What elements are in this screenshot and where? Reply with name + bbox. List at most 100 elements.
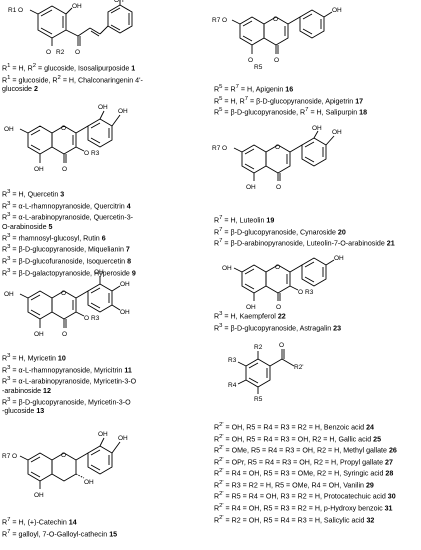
chalcone-structure: R1 O OH O R2 O OH bbox=[8, 0, 133, 56]
caption-line: R7 = H, (+)-Catechin 14 bbox=[2, 517, 77, 527]
oh-label: OH bbox=[84, 479, 94, 486]
oh-label: OH bbox=[72, 3, 82, 10]
caption-line: -arabinoside 12 bbox=[2, 386, 51, 395]
caption-line: R3 = β-D-glucopyranoside, Miquelianin 7 bbox=[2, 244, 130, 254]
o-label: O bbox=[276, 184, 281, 191]
caption-myricetins: R3 = H, Myricetin 10 R3 = α-L-rhamnopyra… bbox=[2, 352, 136, 417]
oh-label: OH bbox=[118, 435, 128, 442]
caption-apigenins: R5 = R7 = H, Apigenin 16 R5 = H, R7 = β-… bbox=[214, 83, 367, 118]
r2p-label: R2' bbox=[294, 364, 304, 371]
svg-text:R1: R1 bbox=[8, 7, 17, 14]
oh-label: OH bbox=[98, 104, 108, 111]
apigenin-structure: R7 O O OH O O R5 bbox=[212, 7, 342, 71]
oh-label: OH bbox=[34, 166, 44, 173]
r1-label: R1 bbox=[8, 7, 17, 14]
caption-catechins: R7 = H, (+)-Catechin 14 R7 = galloyl, 7-… bbox=[2, 516, 117, 539]
r3-label: R3 bbox=[91, 150, 100, 157]
caption-line: R2' = R4 = OH, R5 = R3 = R2 = H, p-Hydro… bbox=[214, 502, 393, 513]
r3-label: R3 bbox=[228, 357, 237, 364]
caption-kaempferols: R3 = H, Kaempferol 22 R3 = β-D-glucopyra… bbox=[214, 310, 341, 333]
caption-line: R2' = R4 = OH, R5 = R3 = OMe, R2 = H, Sy… bbox=[214, 468, 394, 478]
o-label: O bbox=[75, 49, 80, 56]
o-label: O bbox=[61, 125, 66, 132]
oh-label: OH bbox=[4, 291, 14, 298]
caption-line: R2' = R3 = R2 = H, R5 = OMe, R4 = OH, Va… bbox=[214, 479, 374, 490]
oh-label: OH bbox=[334, 255, 344, 262]
o-label: O bbox=[84, 150, 89, 157]
caption-line: R2' = OH, R5 = R4 = R3 = R2 = H, Benzoic… bbox=[214, 422, 374, 432]
caption-line: R3 = α-L-arabinopyranoside, Quercetin-3- bbox=[2, 212, 134, 222]
caption-line: R7 = β-D-arabinopyranoside, Luteolin-7-O… bbox=[214, 238, 395, 248]
r3-label: R3 bbox=[305, 289, 314, 296]
caption-line: R7 = H, Luteolin 19 bbox=[214, 215, 275, 225]
o-label: O bbox=[46, 49, 51, 56]
caption-line: R3 = α-L-rhamnopyranoside, Myricitrin 11 bbox=[2, 364, 132, 374]
catechin-structure: R7 O O OH OH OH OH bbox=[2, 431, 128, 499]
caption-line: R3 = β-D-galactopyranoside, Hyperoside 9 bbox=[2, 267, 136, 277]
o-label: O bbox=[222, 17, 227, 24]
caption-line: R2' = OMe, R5 = R4 = R3 = OH, R2 = H, Me… bbox=[214, 445, 397, 455]
caption-line: R3 = H, Quercetin 3 bbox=[2, 189, 65, 199]
caption-line: R2' = R5 = R4 = OH, R3 = R2 = H, Protoca… bbox=[214, 491, 396, 501]
oh-label: OH bbox=[118, 108, 128, 115]
caption-line: R5 = R7 = H, Apigenin 16 bbox=[214, 84, 294, 94]
o-label: O bbox=[275, 144, 280, 151]
oh-label: OH bbox=[312, 125, 322, 132]
caption-chalcones: R1 = H, R2 = glucoside, Isosalipurposide… bbox=[2, 62, 143, 94]
caption-line: R2' = OH, R5 = R4 = R3 = OH, R2 = H, Gal… bbox=[214, 433, 382, 443]
o-label: O bbox=[279, 342, 284, 349]
quercetin-structure: OH O O OH O R3 OH OH bbox=[4, 104, 128, 173]
o-label: O bbox=[18, 7, 23, 14]
r5-label: R5 bbox=[254, 396, 263, 403]
caption-line: R5 = β-D-glucopyranoside, R7 = H, Salipu… bbox=[214, 107, 368, 117]
caption-line: -glucoside 13 bbox=[2, 407, 45, 416]
o-label: O bbox=[273, 16, 278, 23]
r3-label: R3 bbox=[91, 315, 100, 322]
caption-line: R7 = β-D-glucopyranoside, Cynaroside 20 bbox=[214, 226, 346, 236]
kaempferol-structure: OH O O OH O R3 OH bbox=[222, 255, 344, 311]
o-label: O bbox=[248, 57, 253, 64]
o-label: O bbox=[84, 315, 89, 322]
benzoic-acid-structure: O R2 R3 R4 R5 R2' bbox=[228, 342, 304, 403]
o-label: O bbox=[222, 145, 227, 152]
o-label: O bbox=[61, 290, 66, 297]
o-label: O bbox=[276, 304, 281, 311]
oh-label: OH bbox=[246, 184, 256, 191]
caption-line: glucoside 2 bbox=[2, 85, 38, 94]
caption-line: R3 = β-D-glucopyranoside, Astragalin 23 bbox=[214, 322, 342, 332]
caption-line: R3 = rhamnosyl-glucosyl, Rutin 6 bbox=[2, 232, 106, 243]
caption-line: R2' = OPr, R5 = R4 = R3 = OH, R2 = H, Pr… bbox=[214, 456, 393, 467]
caption-line: R3 = H, Myricetin 10 bbox=[2, 353, 66, 363]
caption-line: O-arabinoside 5 bbox=[2, 222, 53, 231]
oh-label: OH bbox=[332, 7, 342, 14]
caption-quercetins: R3 = H, Quercetin 3 R3 = α-L-rhamnopyran… bbox=[2, 188, 136, 278]
o-label: O bbox=[274, 57, 279, 64]
oh-label: OH bbox=[246, 304, 256, 311]
o-label: O bbox=[12, 453, 17, 460]
o-label: O bbox=[62, 166, 67, 173]
oh-label: OH bbox=[4, 126, 14, 133]
luteolin-structure: R7 O O O OH OH OH bbox=[212, 125, 342, 191]
caption-luteolins: R7 = H, Luteolin 19 R7 = β-D-glucopyrano… bbox=[214, 214, 395, 249]
o-label: O bbox=[298, 289, 303, 296]
oh-label: OH bbox=[34, 492, 44, 499]
caption-line: R5 = H, R7 = β-D-glucopyranoside, Apiget… bbox=[214, 95, 364, 105]
caption-line: R3 = α-L-arabinopyranoside, Myricetin-3-… bbox=[2, 376, 137, 386]
caption-line: R3 = β-D-glucopyranoside, Myricetin-3-O bbox=[2, 396, 131, 407]
r2-label: R2 bbox=[56, 49, 65, 56]
oh-label: OH bbox=[98, 431, 108, 438]
r7-label: R7 bbox=[212, 145, 221, 152]
caption-line: R3 = β-D-glucofuranoside, Isoquercetin 8 bbox=[2, 256, 132, 266]
caption-line: R2' = R2 = OH, R5 = R4 = R3 = H, Salicyl… bbox=[214, 514, 375, 524]
caption-benzoic-acids: R2' = OH, R5 = R4 = R3 = R2 = H, Benzoic… bbox=[214, 421, 397, 525]
oh-label: OH bbox=[114, 0, 124, 4]
oh-label: OH bbox=[94, 269, 104, 276]
r4-label: R4 bbox=[228, 382, 237, 389]
oh-label: OH bbox=[34, 331, 44, 338]
caption-line: R3 = α-L-rhamnopyranoside, Quercitrin 4 bbox=[2, 200, 131, 210]
myricetin-structure: OH O O OH O R3 OH OH OH bbox=[4, 269, 130, 338]
caption-line: R1 = H, R2 = glucoside, Isosalipurposide… bbox=[2, 63, 136, 73]
r2-label: R2 bbox=[254, 344, 263, 351]
oh-label: OH bbox=[332, 129, 342, 136]
caption-line: R7 = galloyl, 7-O-Galloyl-cathecin 15 bbox=[2, 528, 118, 538]
